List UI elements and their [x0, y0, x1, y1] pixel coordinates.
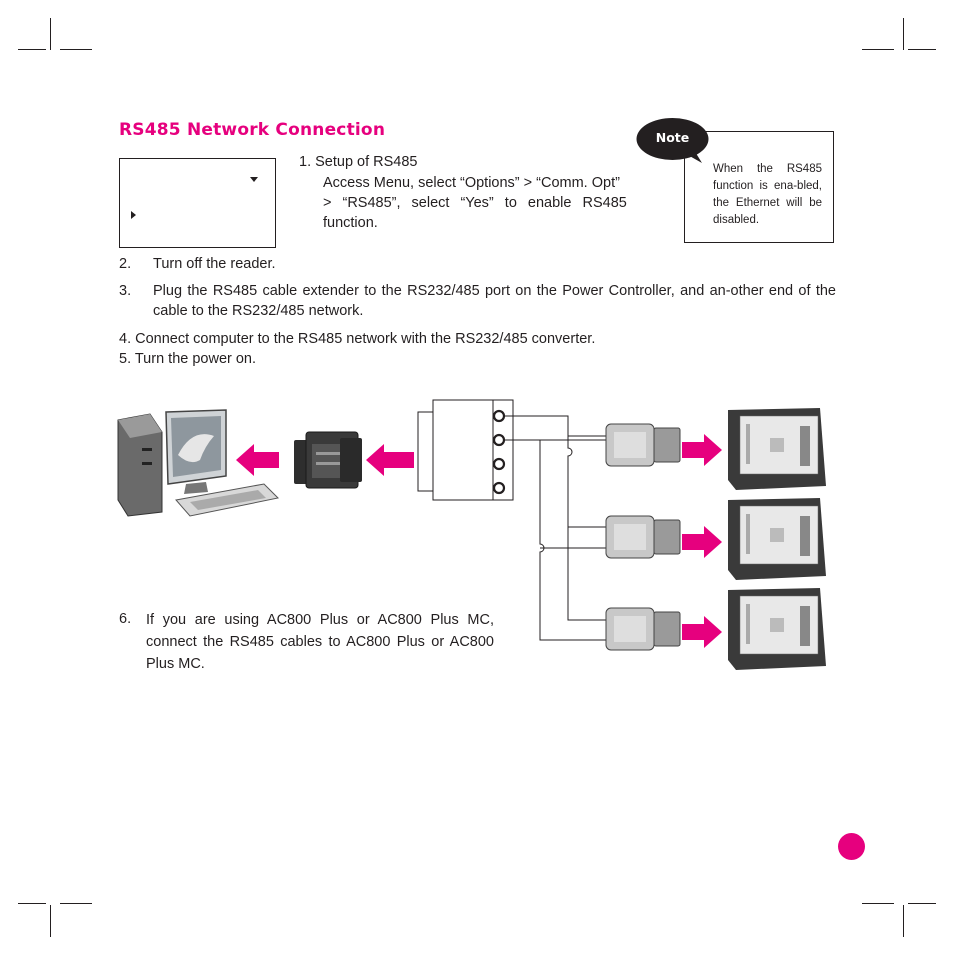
step-1-line: > “RS485”, select “Yes” to enable RS485	[323, 195, 627, 211]
step-1-title: 1. Setup of RS485	[299, 154, 418, 170]
crop-mark	[862, 903, 894, 904]
desktop-computer-icon	[117, 409, 280, 517]
triangle-down-icon	[250, 177, 258, 182]
crop-mark	[862, 49, 894, 50]
note-label: Note	[655, 130, 690, 145]
power-controller-icon	[728, 588, 826, 670]
cable-extender-icon	[605, 423, 681, 467]
crop-mark	[50, 905, 51, 937]
step-6-number: 6.	[119, 611, 132, 627]
arrow-icon	[366, 444, 414, 476]
arrow-icon	[236, 444, 279, 476]
crop-mark	[903, 18, 904, 50]
step-3-number: 3.	[119, 283, 132, 299]
arrow-icon	[682, 526, 722, 558]
crop-mark	[18, 49, 46, 50]
step-6-text: If you are using AC800 Plus or AC800 Plu…	[146, 612, 494, 672]
arrow-icon	[682, 434, 722, 466]
power-controller-icon	[728, 498, 826, 580]
note-box	[684, 131, 834, 243]
rs232-485-converter-icon	[294, 431, 362, 489]
arrow-icon	[682, 616, 722, 648]
crop-mark	[50, 18, 51, 50]
step-2-number: 2.	[119, 256, 132, 272]
cable-extender-icon	[605, 607, 681, 651]
crop-mark	[908, 903, 936, 904]
lcd-screen	[119, 158, 276, 248]
section-title: RS485 Network Connection	[119, 120, 386, 140]
step-1-line: function.	[323, 215, 378, 231]
step-3-text: Plug the RS485 cable extender to the RS2…	[153, 283, 836, 319]
speech-bubble-icon	[636, 118, 709, 163]
page-marker-dot	[838, 833, 865, 860]
step-2-text: Turn off the reader.	[153, 256, 276, 272]
power-controller-icon	[728, 408, 826, 490]
note-text: When the RS485 function is ena-bled, the…	[713, 163, 822, 226]
crop-mark	[60, 903, 92, 904]
triangle-right-icon	[131, 211, 136, 219]
network-diagram	[117, 399, 826, 670]
cable-extender-icon	[605, 515, 681, 559]
crop-mark	[908, 49, 936, 50]
step-4-text: 4. Connect computer to the RS485 network…	[119, 331, 596, 347]
terminal-block-icon	[417, 399, 514, 501]
step-5-text: 5. Turn the power on.	[119, 351, 257, 367]
crop-mark	[18, 903, 46, 904]
crop-mark	[903, 905, 904, 937]
rs485-wiring	[504, 415, 612, 641]
step-1-line: Access Menu, select “Options” > “Comm. O…	[323, 175, 620, 191]
crop-mark	[60, 49, 92, 50]
